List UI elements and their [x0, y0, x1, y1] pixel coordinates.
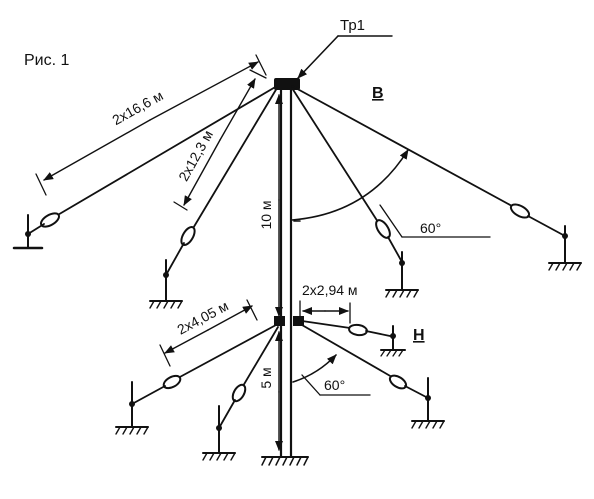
anchor-ground-icon: [411, 377, 445, 429]
mast: [274, 78, 304, 458]
anchor-ground-icon: [149, 259, 183, 309]
dimension-upper-short-label: 2х12,3 м: [175, 127, 216, 183]
dimension-upper-height-label: 10 м: [258, 200, 274, 229]
dimension-lower-left: [159, 299, 258, 367]
angle-lower: [292, 354, 371, 396]
anchor-ground-icon: [548, 225, 582, 271]
middle-insulator-block-right: [293, 316, 304, 326]
dimension-lower-height-label: 5 м: [258, 367, 274, 388]
angle-upper: [291, 149, 491, 238]
dimension-upper-short: [173, 69, 267, 211]
dimension-upper-long-label: 2х16,6 м: [109, 87, 165, 128]
anchor-ground-icon: [385, 251, 419, 298]
insulator-icon: [162, 374, 182, 390]
anchor-ground-icon: [202, 405, 236, 461]
dimension-lower-angle-label: 60°: [324, 377, 345, 393]
anchor-ground-icon: [12, 214, 44, 250]
anchor-ground-icon: [115, 381, 149, 435]
upper-antenna: [27, 85, 566, 276]
dimension-lower-right: [299, 300, 351, 324]
dimension-lower-left-label: 2х4,05 м: [174, 297, 231, 337]
figure-caption: Рис. 1: [24, 52, 70, 69]
lower-antenna-label: Н: [413, 327, 425, 344]
dimension-upper-angle-label: 60°: [420, 220, 441, 236]
mast-ground-icon: [261, 456, 309, 466]
insulator-icon: [231, 383, 247, 403]
insulator-icon: [39, 212, 61, 228]
dimension-lower-right-label: 2х2,94 м: [302, 282, 358, 298]
dimension-upper-long: [35, 54, 267, 196]
upper-antenna-label: В: [372, 85, 384, 102]
anchor-ground-icon: [380, 325, 406, 357]
middle-insulator-block-left: [274, 316, 285, 326]
insulator-icon: [375, 219, 391, 239]
lower-antenna: [131, 320, 429, 429]
transformer-label: Тр1: [340, 17, 365, 34]
transformer-pointer: [297, 35, 393, 79]
insulator-icon: [180, 225, 196, 247]
insulator-icon: [388, 374, 408, 390]
insulator-icon: [348, 323, 368, 337]
insulator-icon: [509, 203, 531, 219]
